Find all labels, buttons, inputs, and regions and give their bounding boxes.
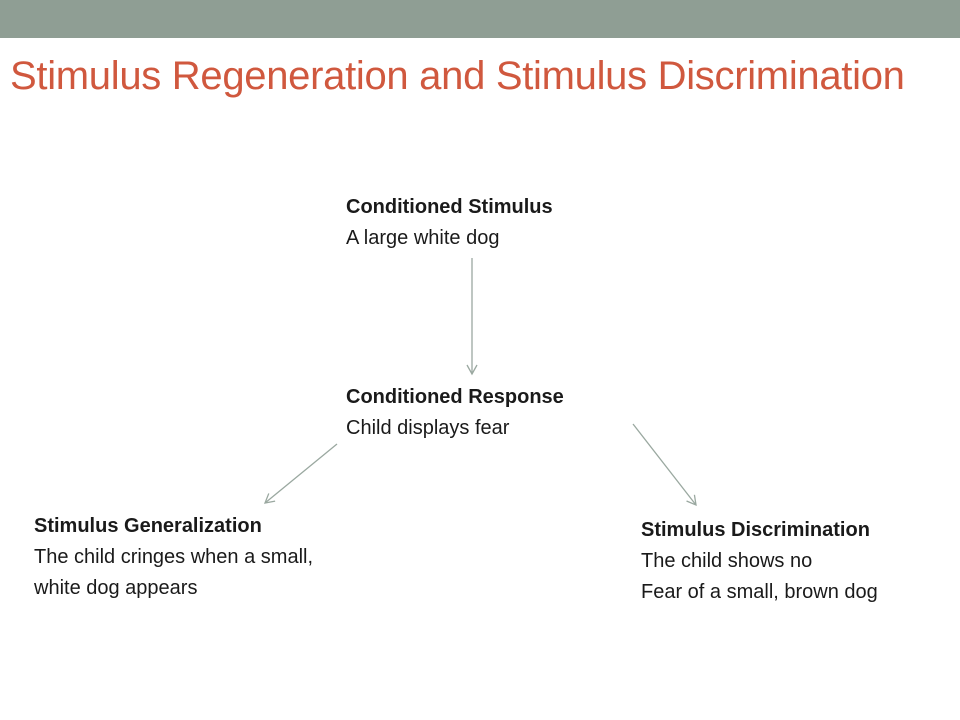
node-text: white dog appears: [34, 577, 198, 599]
node-heading: Stimulus Discrimination: [641, 519, 870, 541]
node-stimulus-generalization: Stimulus Generalization The child cringe…: [34, 511, 313, 604]
node-text: The child cringes when a small,: [34, 546, 314, 568]
arrow-response-to-discrimination: [632, 423, 697, 507]
node-stimulus-discrimination: Stimulus Discrimination The child shows …: [641, 515, 878, 608]
node-conditioned-stimulus: Conditioned Stimulus A large white dog: [346, 192, 553, 254]
node-heading: Conditioned Response: [346, 386, 564, 408]
node-text: A large white dog: [346, 227, 500, 249]
top-accent-bar: [0, 0, 960, 38]
slide-title: Stimulus Regeneration and Stimulus Discr…: [10, 54, 905, 98]
node-text: Child displays fear: [346, 417, 510, 439]
arrow-response-to-generalization: [263, 443, 338, 504]
node-conditioned-response: Conditioned Response Child displays fear: [346, 382, 564, 444]
node-heading: Stimulus Generalization: [34, 515, 262, 537]
node-text: The child shows no: [641, 550, 813, 572]
node-text: Fear of a small, brown dog: [641, 581, 878, 603]
node-heading: Conditioned Stimulus: [346, 196, 553, 218]
